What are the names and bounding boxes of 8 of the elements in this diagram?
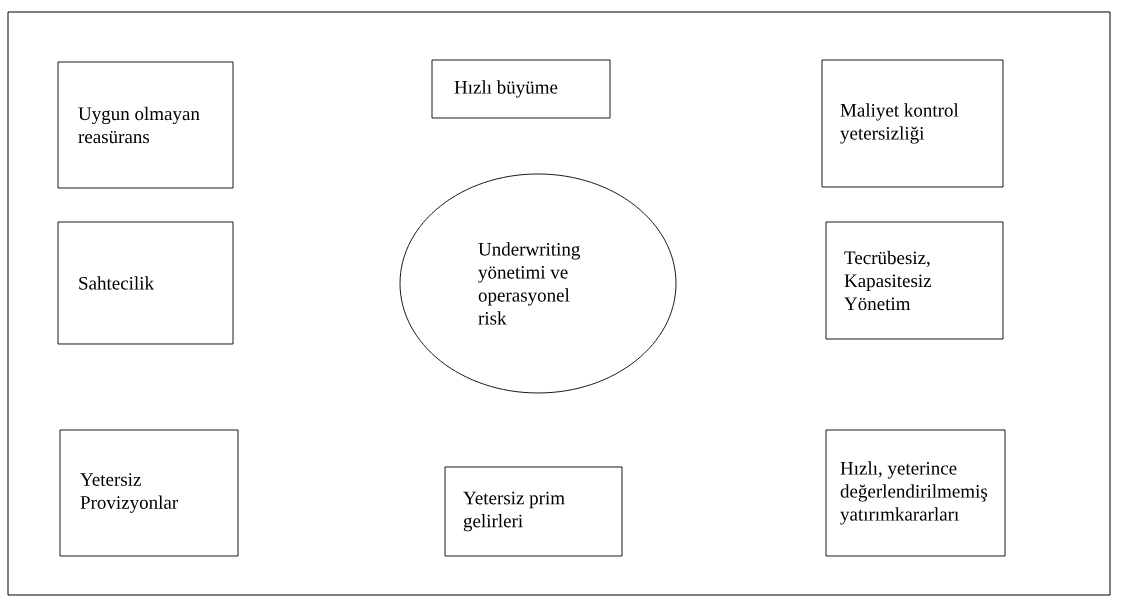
risk-box: Sahtecilik (57, 221, 234, 345)
risk-box: Yetersiz prim gelirleri (444, 466, 623, 557)
risk-box: Maliyet kontrol yetersizliği (821, 59, 1004, 188)
risk-box: Hızlı büyüme (431, 59, 611, 119)
risk-box: Tecrübesiz, Kapasitesiz Yönetim (825, 221, 1004, 340)
risk-box: Yetersiz Provizyonlar (59, 429, 239, 557)
risk-box: Uygun olmayan reasürans (57, 61, 234, 189)
risk-box: Hızlı, yeterince değerlendirilmemiş yatırımkararları (825, 429, 1006, 557)
